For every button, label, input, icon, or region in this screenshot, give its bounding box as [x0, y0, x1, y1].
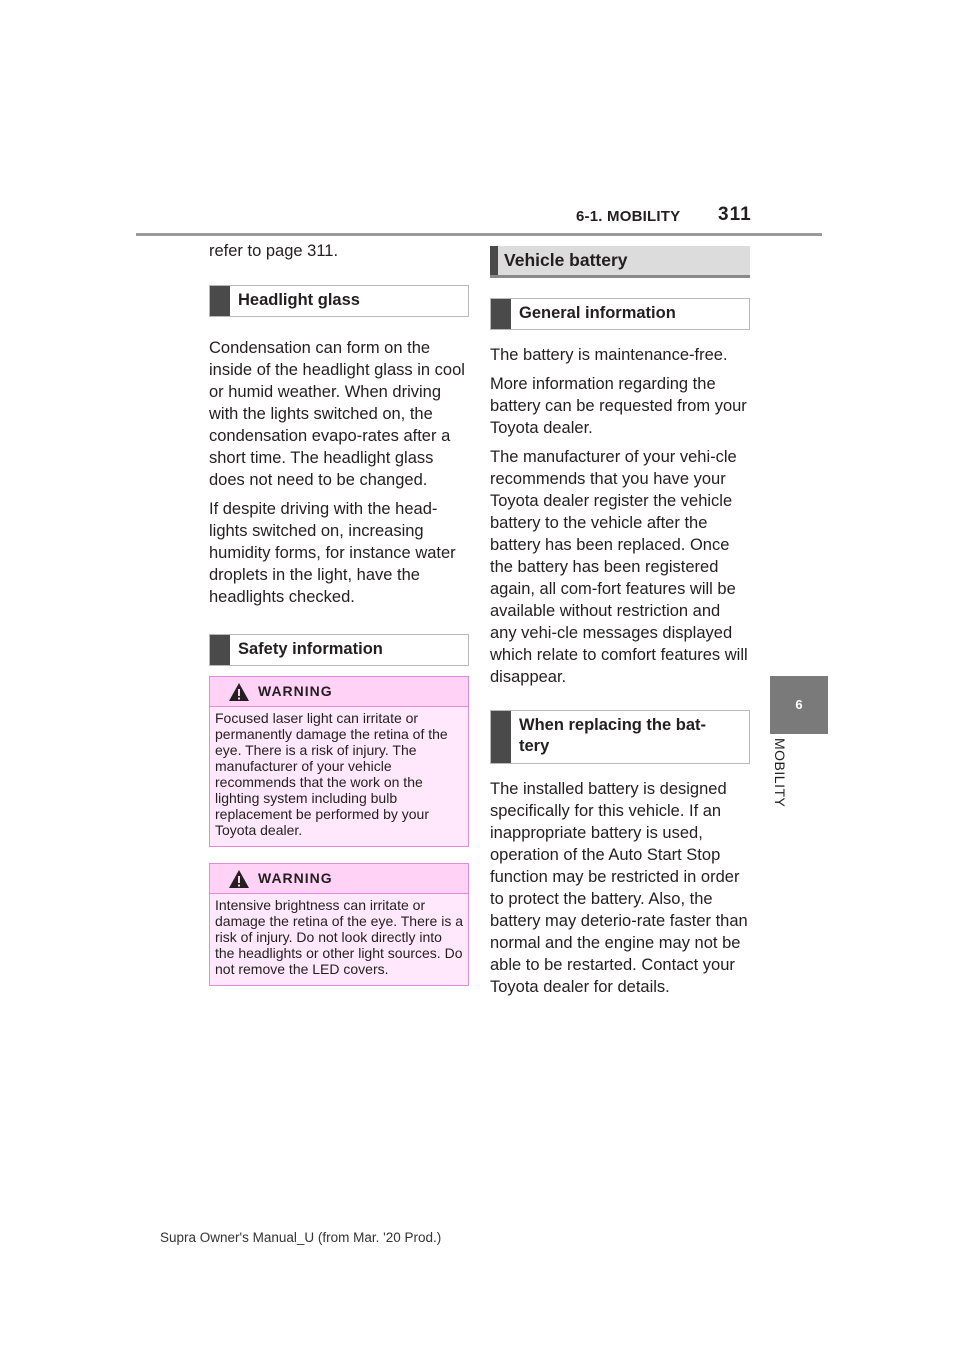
warning-text: Intensive brightness can irritate or dam…: [215, 897, 464, 977]
replacing-battery-heading: When replacing the bat-tery: [490, 710, 750, 764]
safety-information-heading: Safety information: [209, 634, 469, 666]
heading-text: General information: [519, 304, 676, 322]
heading-marker: [491, 299, 511, 329]
heading-text: Headlight glass: [238, 291, 360, 309]
warning-label: WARNING: [258, 683, 333, 699]
warning-triangle-icon: [229, 870, 249, 888]
chapter-label: MOBILITY: [768, 738, 790, 858]
general-information-heading: General information: [490, 298, 750, 330]
heading-marker: [210, 635, 230, 665]
heading-text: When replacing the bat-tery: [519, 716, 707, 755]
battery-para-1: The battery is maintenance-free.: [490, 346, 728, 364]
warning-header: WARNING: [210, 864, 468, 894]
headlight-para-2: If despite driving with the head-lights …: [209, 500, 456, 606]
heading-marker: [490, 246, 498, 275]
replacing-para-1: The installed battery is designed specif…: [490, 780, 748, 996]
right-column: Vehicle battery General information The …: [490, 246, 750, 1005]
warning-header: WARNING: [210, 677, 468, 707]
warning-text: Focused laser light can irritate or perm…: [215, 710, 448, 838]
page-number: 311: [718, 204, 752, 225]
header-divider: [136, 233, 822, 236]
intro-text: refer to page 311.: [209, 242, 339, 260]
left-column: refer to page 311. Headlight glass Conde…: [209, 240, 469, 1002]
chapter-label-text: MOBILITY: [772, 738, 788, 808]
heading-marker: [210, 286, 230, 316]
footer-text: Supra Owner's Manual_U (from Mar. '20 Pr…: [160, 1230, 442, 1245]
chapter-tab[interactable]: 6: [770, 676, 828, 734]
warning-triangle-icon: [229, 683, 249, 701]
heading-text: Safety information: [238, 640, 383, 658]
battery-para-2: More information regarding the battery c…: [490, 375, 747, 437]
heading-text: Vehicle battery: [504, 250, 628, 270]
battery-para-3: The manufacturer of your vehi-cle recomm…: [490, 448, 748, 686]
warning-box-brightness: WARNING Intensive brightness can irritat…: [209, 863, 469, 986]
heading-marker: [491, 711, 511, 763]
headlight-para-1: Condensation can form on the inside of t…: [209, 339, 465, 489]
warning-label: WARNING: [258, 870, 333, 886]
vehicle-battery-heading: Vehicle battery: [490, 246, 750, 278]
section-title: 6-1. MOBILITY: [576, 208, 681, 225]
headlight-glass-heading: Headlight glass: [209, 285, 469, 317]
warning-box-laser: WARNING Focused laser light can irritate…: [209, 676, 469, 847]
